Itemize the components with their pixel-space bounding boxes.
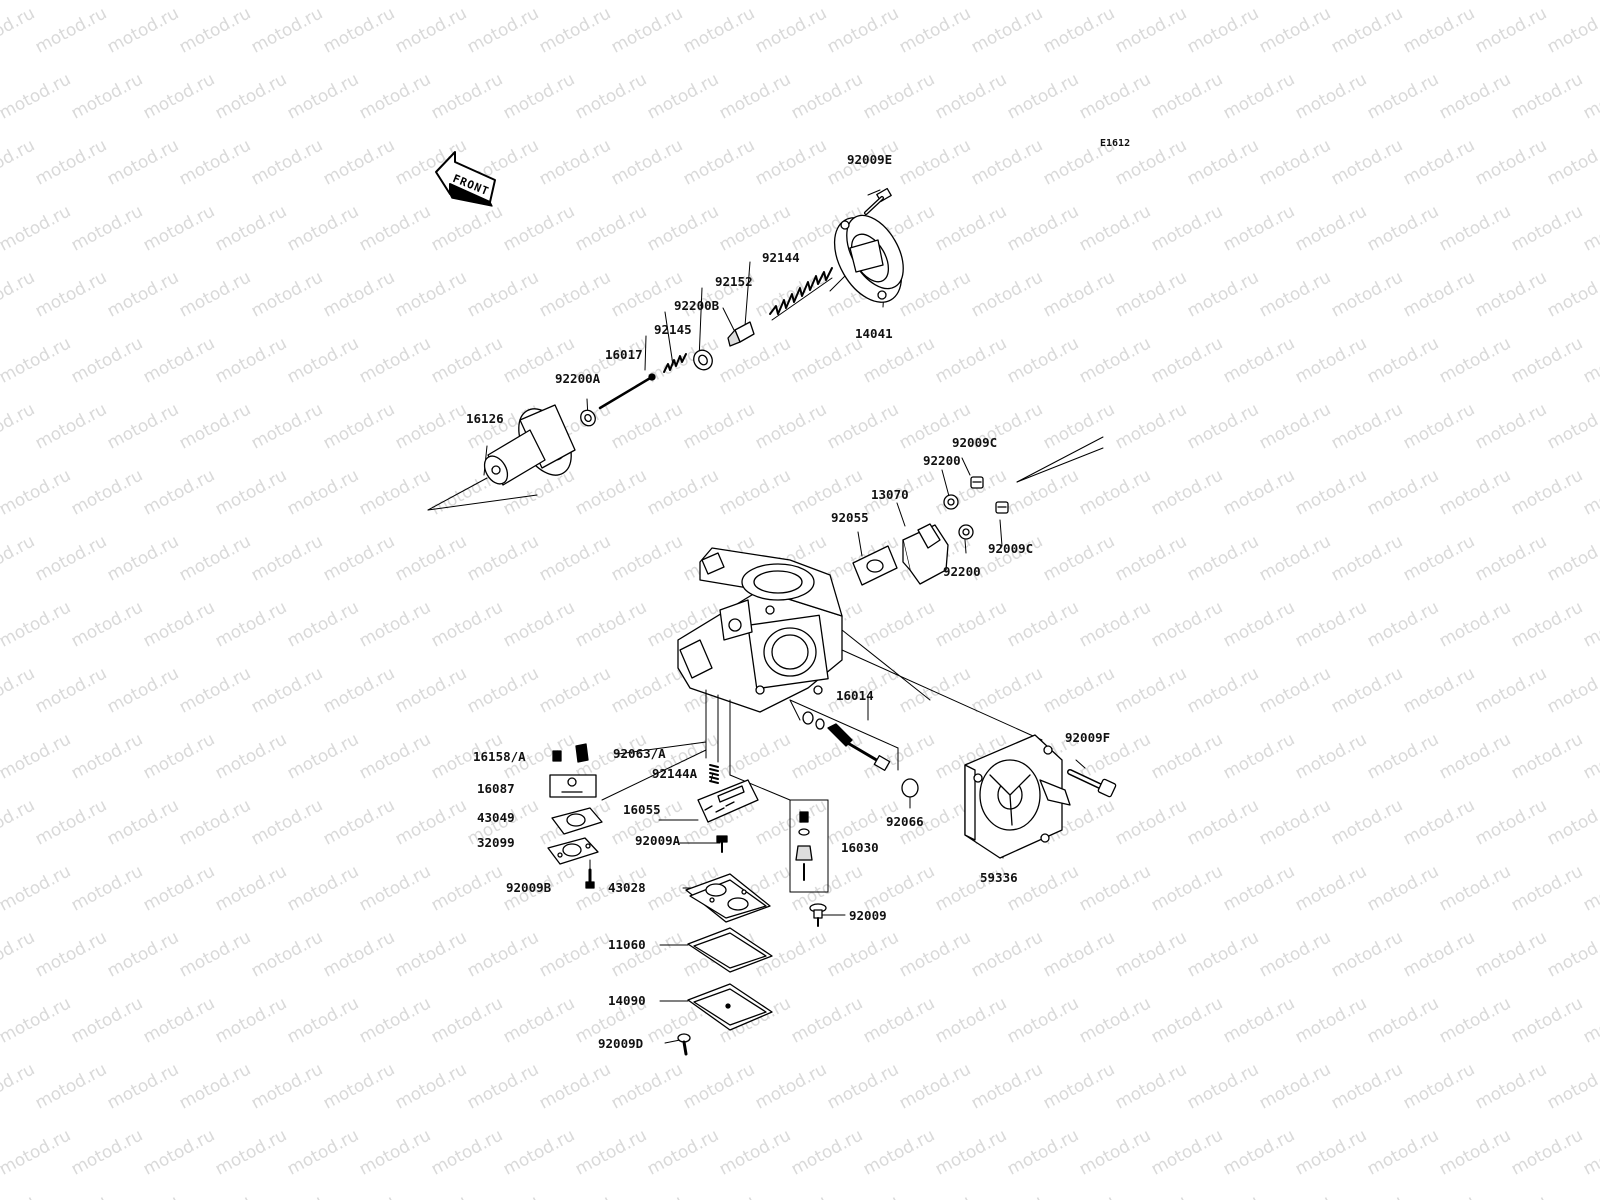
- part-label-92009a: 92009A: [635, 833, 681, 848]
- gasket-11060-icon: [687, 927, 773, 973]
- spring-92144a-icon: [709, 764, 719, 784]
- needle-valve-16030-icon: [795, 811, 813, 881]
- part-label-92145: 92145: [654, 322, 692, 337]
- part-label-92200-bottom: 92200: [943, 564, 981, 579]
- part-label-92009: 92009: [849, 908, 887, 923]
- part-label-16030: 16030: [841, 840, 879, 855]
- screw-92009-icon: [809, 903, 827, 927]
- bracket-13070-icon: [902, 523, 949, 585]
- screw-92009d-icon: [677, 1033, 691, 1056]
- part-label-92009b: 92009B: [506, 880, 552, 895]
- needle-16017-icon: [598, 373, 656, 410]
- part-label-14041: 14041: [855, 326, 893, 341]
- part-label-16126: 16126: [466, 411, 504, 426]
- gasket-43049-icon: [551, 807, 603, 835]
- screw-92009a-icon: [716, 835, 728, 853]
- part-label-14090: 14090: [608, 993, 646, 1008]
- part-label-92063a: 92063/A: [613, 746, 666, 761]
- carburetor-body-icon: [677, 547, 843, 713]
- jet-16158a-icon: [552, 750, 562, 762]
- front-arrow-icon: [435, 151, 496, 207]
- part-label-92055: 92055: [831, 510, 869, 525]
- part-label-92200a: 92200A: [555, 371, 601, 386]
- gasket-92055-icon: [852, 545, 898, 586]
- spring-92145-icon: [663, 353, 687, 373]
- valve-16055-icon: [697, 779, 759, 823]
- spring-92144-icon: [769, 267, 833, 321]
- part-label-92200-top: 92200: [923, 453, 961, 468]
- plate-16087-icon: [549, 774, 597, 798]
- part-label-92009f: 92009F: [1065, 730, 1111, 745]
- screw-92009b-icon: [585, 868, 595, 889]
- part-label-92144a: 92144A: [652, 766, 698, 781]
- plug-92063a-icon: [575, 743, 589, 763]
- washer-92200-top-icon: [943, 494, 959, 510]
- part-label-92009d: 92009D: [598, 1036, 644, 1051]
- part-label-43049: 43049: [477, 810, 515, 825]
- part-label-92009c-side: 92009C: [988, 541, 1034, 556]
- part-label-16014: 16014: [836, 688, 874, 703]
- part-label-92200b: 92200B: [674, 298, 720, 313]
- part-label-16055: 16055: [623, 802, 661, 817]
- part-label-43028: 43028: [608, 880, 646, 895]
- cover-14090-icon: [687, 983, 773, 1031]
- screw-92009c-top-icon: [970, 476, 984, 489]
- part-label-16158a: 16158/A: [473, 749, 526, 764]
- screw-92009c-side-icon: [995, 501, 1009, 514]
- part-label-92144: 92144: [762, 250, 800, 265]
- diaphragm-43028-icon: [685, 873, 771, 923]
- part-label-16087: 16087: [477, 781, 515, 796]
- washer-92200-bottom-icon: [958, 524, 974, 540]
- part-label-16017: 16017: [605, 347, 643, 362]
- part-label-92152: 92152: [715, 274, 753, 289]
- part-label-11060: 11060: [608, 937, 646, 952]
- bolt-92009f-icon: [1067, 769, 1117, 798]
- ref-code: E1612: [1100, 138, 1131, 149]
- part-label-32099: 32099: [477, 835, 515, 850]
- cover-14041-icon: [833, 214, 904, 303]
- plug-92066-icon: [901, 778, 919, 798]
- part-label-59336: 59336: [980, 870, 1018, 885]
- cover-32099-icon: [547, 837, 599, 865]
- part-label-13070: 13070: [871, 487, 909, 502]
- part-label-92009c-top: 92009C: [952, 435, 998, 450]
- holder-92152-icon: [727, 321, 755, 347]
- diaphragm-piston-16126-icon: [483, 404, 576, 486]
- washer-92200a-icon: [580, 409, 596, 427]
- part-label-92066: 92066: [886, 814, 924, 829]
- pilot-screw-16014-icon: [802, 711, 891, 771]
- screw-92009e-icon: [864, 187, 892, 215]
- pump-59336-icon: [964, 734, 1071, 859]
- part-label-92009e: 92009E: [847, 152, 893, 167]
- washer-92200b-icon: [693, 349, 713, 371]
